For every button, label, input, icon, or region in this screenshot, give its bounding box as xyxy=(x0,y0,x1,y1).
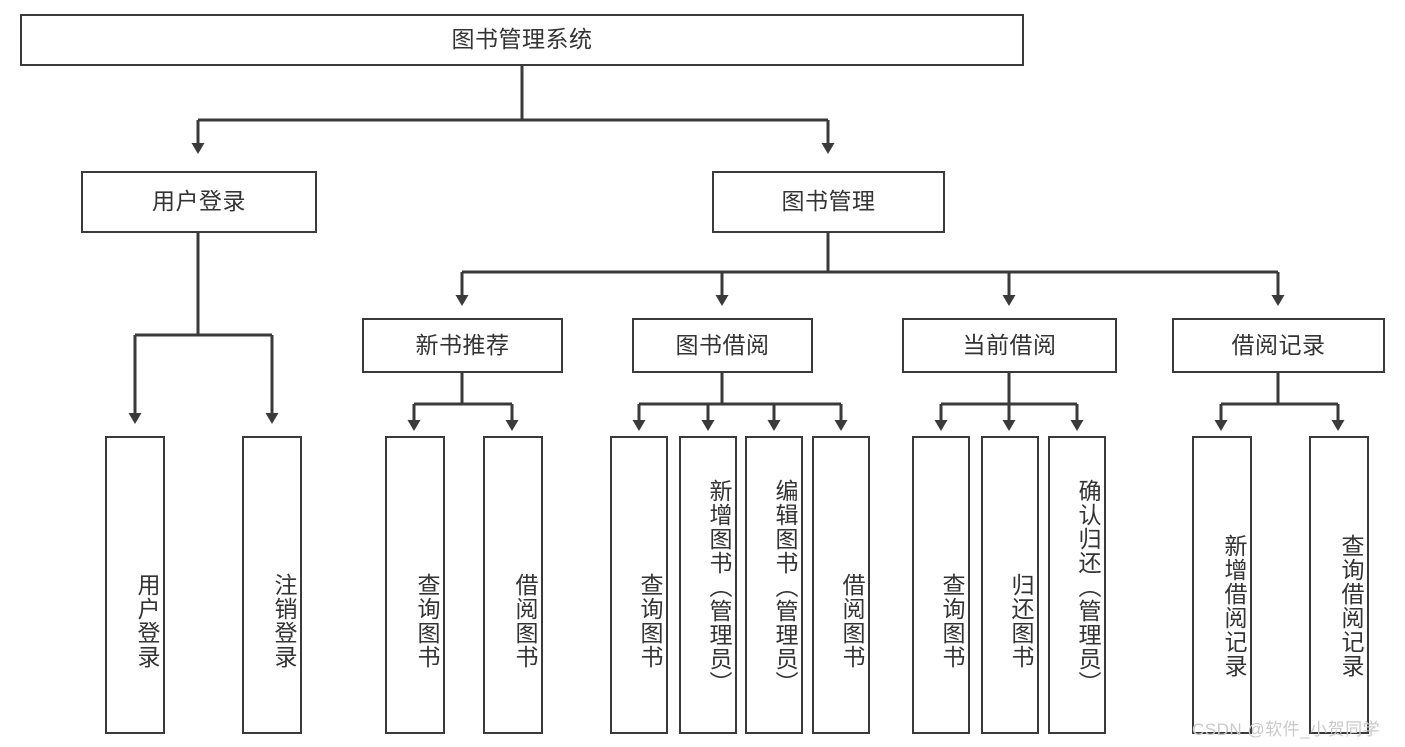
watermark-text: CSDN @软件_小贺同学 xyxy=(1192,720,1381,739)
node-book-manage[interactable]: 图书管理 xyxy=(712,171,945,233)
node-leaf-add-book-label: 新增图书（管理员） xyxy=(706,479,732,695)
node-book-manage-label: 图书管理 xyxy=(781,188,876,215)
node-user-login-label: 用户登录 xyxy=(152,188,246,215)
node-leaf-query-record-label: 查询借阅记录 xyxy=(1338,534,1364,678)
node-root-label: 图书管理系统 xyxy=(451,26,593,53)
node-leaf-user-logout[interactable]: 注销登录 xyxy=(242,436,302,734)
node-leaf-edit-book[interactable]: 编辑图书（管理员） xyxy=(745,436,803,734)
node-leaf-borrow-book-1[interactable]: 借阅图书 xyxy=(483,436,543,734)
node-leaf-confirm-return-label: 确认归还（管理员） xyxy=(1075,479,1101,695)
node-leaf-query-record[interactable]: 查询借阅记录 xyxy=(1309,436,1369,734)
node-leaf-user-login[interactable]: 用户登录 xyxy=(105,436,165,734)
node-leaf-query-book-2-label: 查询图书 xyxy=(637,573,663,669)
node-leaf-add-record-label: 新增借阅记录 xyxy=(1221,534,1247,678)
node-leaf-borrow-book-2[interactable]: 借阅图书 xyxy=(812,436,870,734)
node-current-borrow-label: 当前借阅 xyxy=(962,331,1057,358)
node-borrow-record-label: 借阅记录 xyxy=(1231,331,1326,358)
node-new-book-recommend-label: 新书推荐 xyxy=(415,331,510,358)
node-new-book-recommend[interactable]: 新书推荐 xyxy=(362,318,563,373)
node-current-borrow[interactable]: 当前借阅 xyxy=(902,318,1117,373)
node-leaf-user-login-label: 用户登录 xyxy=(134,573,160,669)
node-leaf-query-book-2[interactable]: 查询图书 xyxy=(610,436,668,734)
node-leaf-query-book-3-label: 查询图书 xyxy=(939,573,965,669)
node-leaf-borrow-book-1-label: 借阅图书 xyxy=(512,573,538,669)
node-root[interactable]: 图书管理系统 xyxy=(20,14,1024,66)
node-book-borrow-label: 图书借阅 xyxy=(675,331,770,358)
node-borrow-record[interactable]: 借阅记录 xyxy=(1172,318,1385,373)
node-leaf-query-book-3[interactable]: 查询图书 xyxy=(912,436,970,734)
node-leaf-edit-book-label: 编辑图书（管理员） xyxy=(772,479,798,695)
node-leaf-query-book-1[interactable]: 查询图书 xyxy=(385,436,445,734)
node-leaf-return-book-label: 归还图书 xyxy=(1008,573,1034,669)
node-leaf-borrow-book-2-label: 借阅图书 xyxy=(839,573,865,669)
node-leaf-user-logout-label: 注销登录 xyxy=(271,573,297,669)
node-leaf-add-record[interactable]: 新增借阅记录 xyxy=(1192,436,1252,734)
node-leaf-return-book[interactable]: 归还图书 xyxy=(981,436,1039,734)
node-user-login[interactable]: 用户登录 xyxy=(81,171,317,233)
node-leaf-query-book-1-label: 查询图书 xyxy=(414,573,440,669)
node-leaf-confirm-return[interactable]: 确认归还（管理员） xyxy=(1048,436,1106,734)
node-book-borrow[interactable]: 图书借阅 xyxy=(632,318,813,373)
node-leaf-add-book[interactable]: 新增图书（管理员） xyxy=(679,436,737,734)
